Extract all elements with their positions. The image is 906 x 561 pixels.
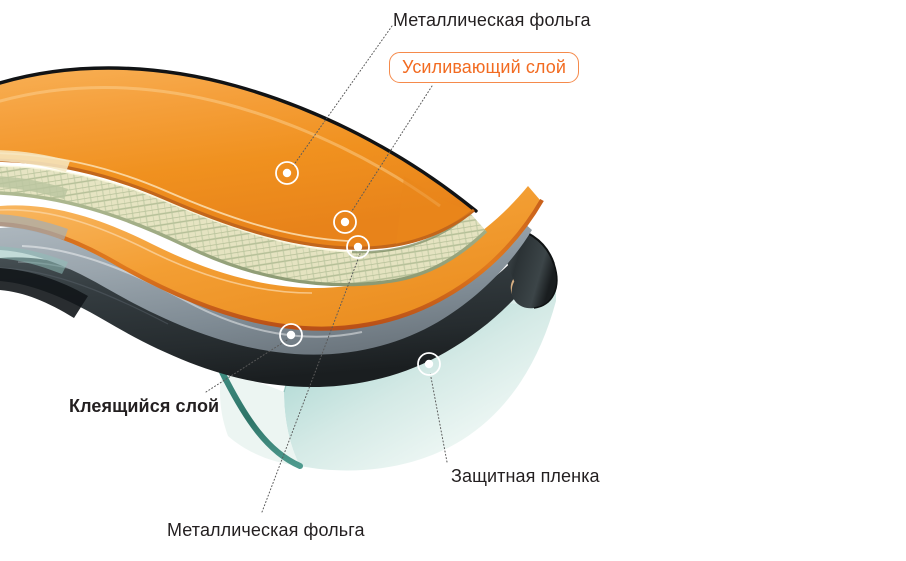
leader-foil-top (292, 25, 393, 167)
leader-adhesive (205, 339, 288, 393)
callout-markers (275, 161, 441, 376)
label-metallic-foil-top: Металлическая фольга (393, 10, 591, 30)
label-adhesive-layer: Клеящийся слой (69, 396, 220, 416)
marker-foil-bottom (346, 235, 370, 259)
leader-reinforce (349, 85, 433, 215)
label-reinforcing-layer-badge: Усиливающий слой (389, 52, 580, 83)
label-metallic-foil-bottom: Металлическая фольга (167, 520, 365, 540)
label-protective-film: Защитная пленка (451, 466, 600, 486)
marker-adhesive (279, 323, 303, 347)
marker-reinforce (333, 210, 357, 234)
marker-foil-top (275, 161, 299, 185)
layer-adhesive-gray (0, 216, 532, 355)
layer-foil-top (0, 66, 478, 250)
leader-lines (205, 25, 448, 513)
marker-film (417, 352, 441, 376)
left-edge-cross-section (0, 150, 70, 274)
